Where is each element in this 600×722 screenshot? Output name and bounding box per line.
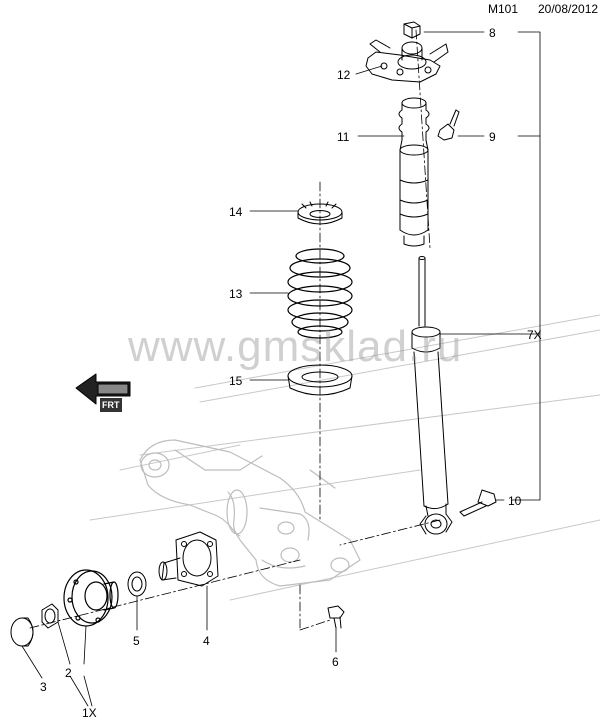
leader-lines <box>21 31 541 707</box>
callout-4: 4 <box>203 634 210 648</box>
part-4-bearing-hub <box>158 531 219 587</box>
callout-7x: 7X <box>527 328 542 342</box>
callout-3: 3 <box>40 680 47 694</box>
part-11-dust-boot <box>398 97 430 247</box>
callout-1x: 1X <box>82 706 97 720</box>
callout-14: 14 <box>229 205 243 219</box>
part-14-upper-spring-seat <box>297 201 343 225</box>
callout-10: 10 <box>508 494 522 508</box>
part-6-bolt <box>327 605 345 629</box>
part-15-lower-spring-seat <box>287 364 353 396</box>
part-9-bolt <box>437 109 460 141</box>
front-direction-label: FRT <box>100 398 122 412</box>
part-5-seal-ring <box>127 571 147 597</box>
callout-9: 9 <box>489 130 496 144</box>
callout-11: 11 <box>337 130 350 144</box>
watermark-text: www.gmsklad.ru <box>128 322 463 371</box>
axle-bracket-ghost <box>139 439 361 587</box>
callout-2: 2 <box>65 666 72 680</box>
callout-8: 8 <box>489 26 496 40</box>
ghost-body-lines <box>89 314 600 601</box>
front-direction-icon <box>75 373 131 405</box>
callout-13: 13 <box>229 287 243 301</box>
callout-12: 12 <box>337 68 351 82</box>
part-3-dust-cap <box>10 617 34 647</box>
part-1x-wheel-hub <box>63 569 119 627</box>
part-2-axle-nut <box>41 603 59 629</box>
part-10-bolt <box>459 489 497 517</box>
diagram-code: M101 <box>488 2 519 16</box>
part-12-upper-mount <box>365 39 449 83</box>
part-7x-shock-absorber <box>411 256 453 535</box>
part-8-nut <box>403 21 421 39</box>
callout-5: 5 <box>133 634 140 648</box>
callout-15: 15 <box>229 374 243 388</box>
part-13-coil-spring <box>287 248 353 339</box>
diagram-date: 20/08/2012 <box>538 2 599 16</box>
callout-6: 6 <box>332 655 339 669</box>
